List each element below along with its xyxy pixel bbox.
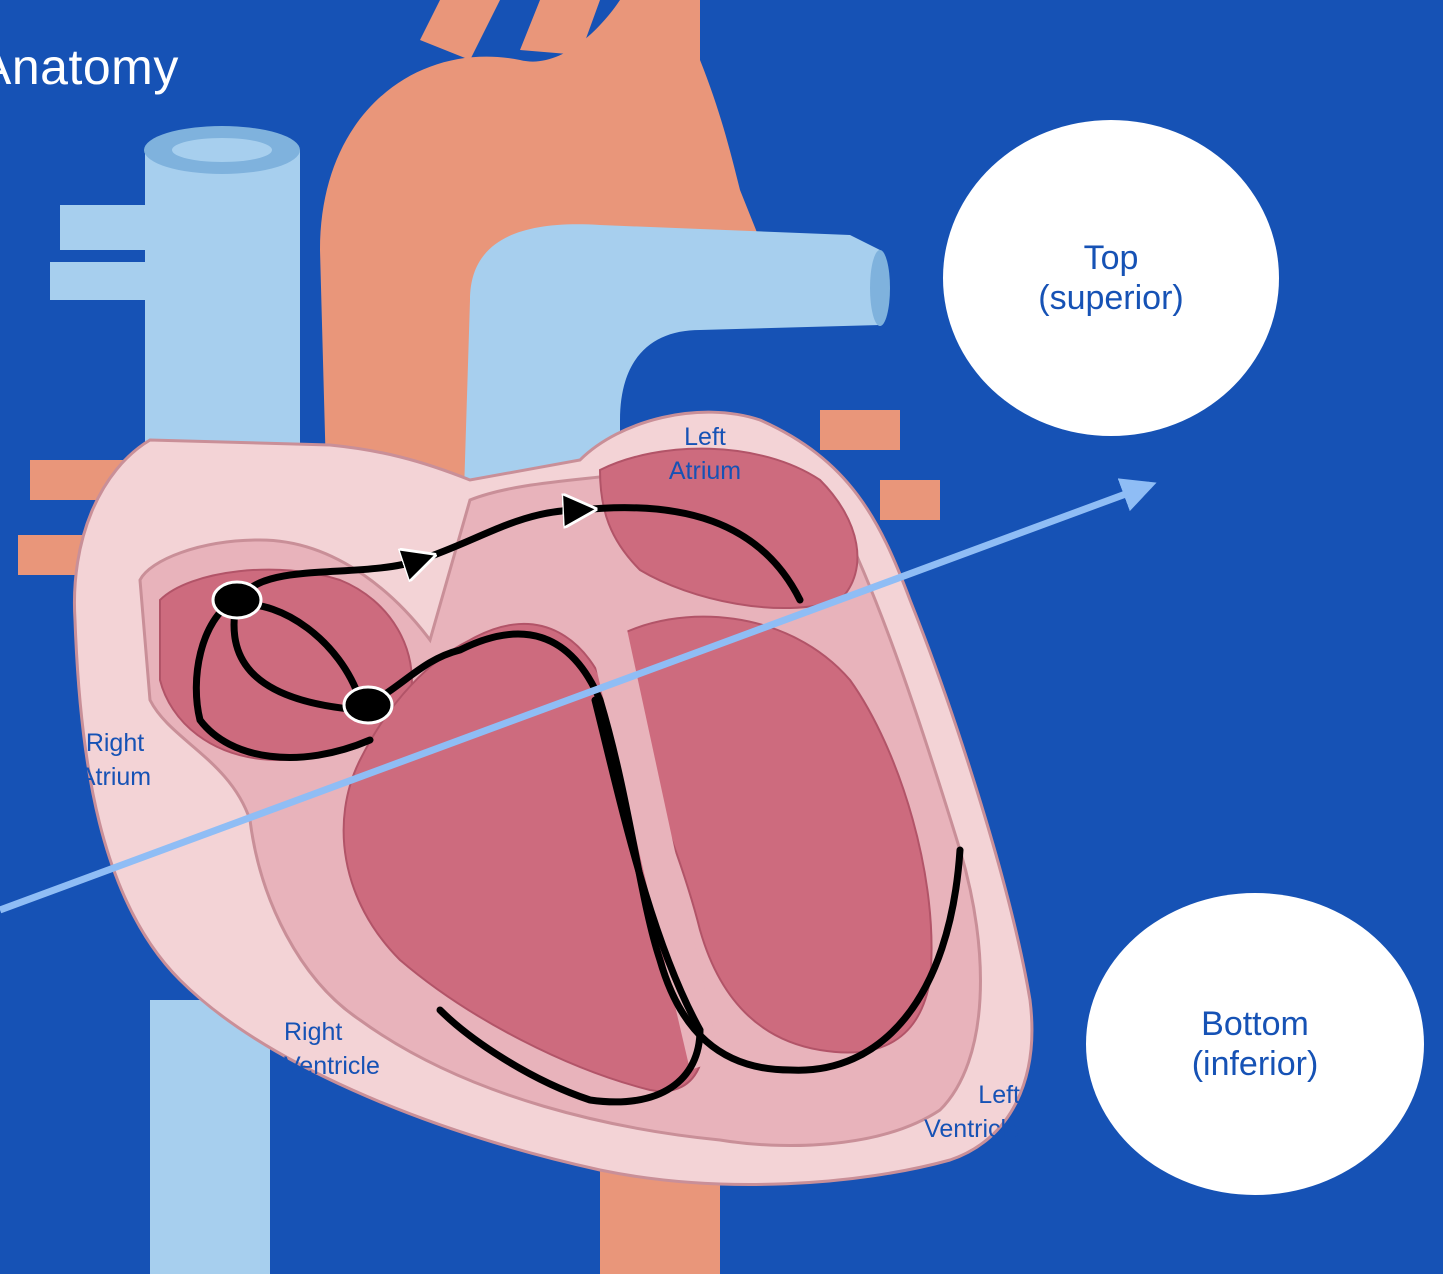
orientation-bottom-line2: (inferior) — [1192, 1044, 1319, 1084]
label-right-atrium: Right Atrium — [60, 726, 170, 794]
label-left-ventricle: Left Ventricle — [880, 1078, 1020, 1146]
orientation-top-circle: Top (superior) — [943, 120, 1279, 436]
label-left-atrium-line2: Atrium — [640, 454, 770, 488]
label-right-atrium-line1: Right — [60, 726, 170, 760]
orientation-bottom-line1: Bottom — [1201, 1004, 1309, 1044]
label-right-ventricle: Right Ventricle — [284, 1015, 434, 1083]
label-right-atrium-line2: Atrium — [60, 760, 170, 794]
orientation-top-line1: Top — [1084, 238, 1139, 278]
label-left-ventricle-line1: Left — [880, 1078, 1020, 1112]
orientation-bottom-circle: Bottom (inferior) — [1086, 893, 1424, 1195]
label-left-atrium-line1: Left — [640, 420, 770, 454]
orientation-top-line2: (superior) — [1038, 278, 1183, 318]
label-left-ventricle-line2: Ventricle — [880, 1112, 1020, 1146]
label-right-ventricle-line2: Ventricle — [284, 1049, 434, 1083]
label-right-ventricle-line1: Right — [284, 1015, 434, 1049]
label-left-atrium: Left Atrium — [640, 420, 770, 488]
